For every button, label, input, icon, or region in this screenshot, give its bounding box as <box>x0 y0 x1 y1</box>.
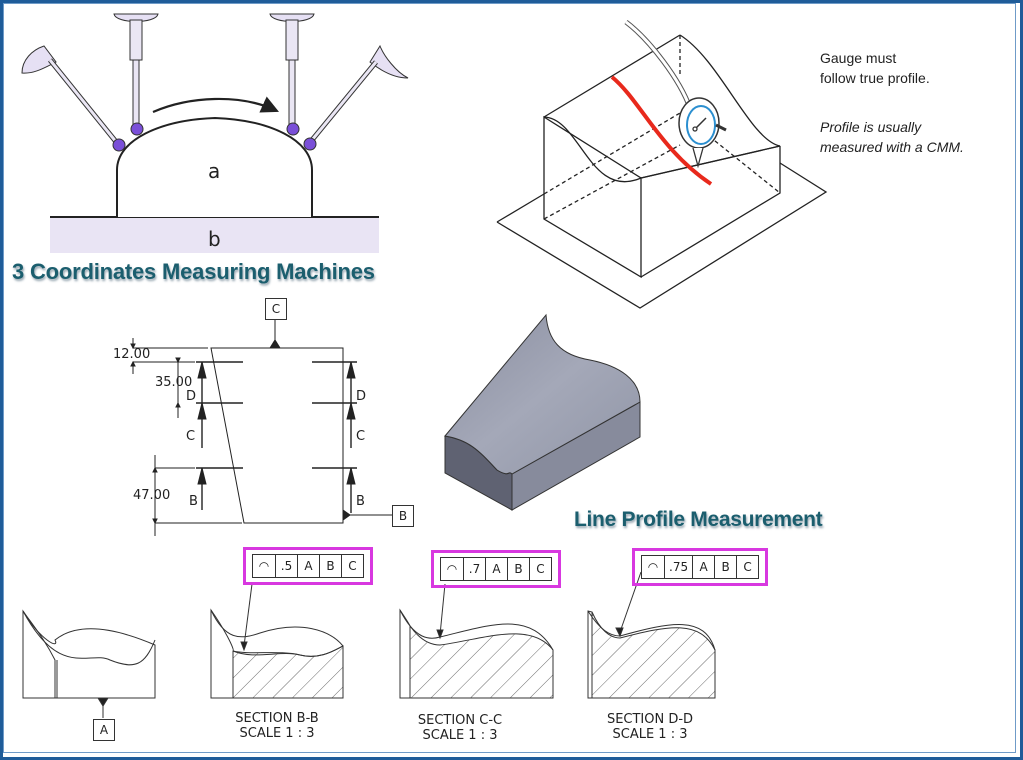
fcf-datum-2: B <box>319 555 341 577</box>
section-d-label: SECTION D-D SCALE 1 : 3 <box>575 712 725 742</box>
probe-4 <box>303 44 409 151</box>
dim-47: 47.00 <box>133 488 170 503</box>
datum-c-box: C <box>265 298 287 320</box>
probe-3 <box>269 13 315 136</box>
solid-model <box>444 313 641 511</box>
fcf-datum-3: C <box>529 558 551 580</box>
red-profile-line <box>610 75 713 186</box>
section-letter-left-d: D <box>186 389 196 404</box>
section-letter-left-c: C <box>186 429 195 444</box>
fcf-datum-2: B <box>714 556 736 578</box>
datum-a-box: A <box>93 719 115 741</box>
part-outline <box>116 116 313 217</box>
datum-b-box: B <box>392 505 414 527</box>
fcf-datum-3: C <box>736 556 758 578</box>
section-d-scale: SCALE 1 : 3 <box>612 727 688 742</box>
fcf-row: ◠ .75 A B C <box>641 555 760 579</box>
section-b-label: SECTION B-B SCALE 1 : 3 <box>202 711 352 741</box>
dim-12: 12.00 <box>113 347 150 362</box>
fcf-tolerance: .75 <box>664 556 692 578</box>
probe-1 <box>21 45 126 152</box>
fcf-datum-1: A <box>692 556 714 578</box>
profile-of-line-icon: ◠ <box>258 559 270 573</box>
solid-top-face <box>444 313 641 475</box>
section-d-name: SECTION D-D <box>606 712 694 727</box>
side-view <box>22 609 156 718</box>
fcf-datum-1: A <box>485 558 507 580</box>
section-b-scale: SCALE 1 : 3 <box>239 726 315 741</box>
section-letter-left-b: B <box>189 494 198 509</box>
base-label: b <box>208 227 221 251</box>
cmm-diagram: a b <box>21 13 409 253</box>
section-c-c <box>399 583 554 699</box>
base-plate <box>50 217 379 253</box>
part-outline-view <box>210 347 344 524</box>
fcf-section-d: ◠ .75 A B C <box>632 548 769 586</box>
gauge-note-2: Profile is usually measured with a CMM. <box>820 117 964 157</box>
section-b-b <box>210 583 344 699</box>
section-letter-right-c: C <box>356 429 365 444</box>
dial-face <box>686 105 716 145</box>
section-letter-right-b: B <box>356 494 365 509</box>
profile-of-line-icon: ◠ <box>647 560 659 574</box>
probe-2 <box>113 13 159 136</box>
cmm-title: 3 Coordinates Measuring Machines <box>12 259 375 284</box>
gauge-diagram <box>496 20 828 309</box>
motion-arrow <box>152 96 280 114</box>
section-c-name: SECTION C-C <box>417 713 503 728</box>
line-profile-title: Line Profile Measurement <box>574 508 823 531</box>
section-c-scale: SCALE 1 : 3 <box>422 728 498 743</box>
block-outline <box>543 115 642 279</box>
front-view-drawing <box>130 318 392 536</box>
section-b-name: SECTION B-B <box>235 711 319 726</box>
surface-plate <box>496 162 828 309</box>
fcf-tolerance: .7 <box>463 558 485 580</box>
fcf-row: ◠ .7 A B C <box>440 557 552 581</box>
section-d-d <box>587 571 716 699</box>
section-c-label: SECTION C-C SCALE 1 : 3 <box>385 713 535 743</box>
gauge-note-1: Gauge must follow true profile. <box>820 48 930 88</box>
fcf-row: ◠ .5 A B C <box>252 554 364 578</box>
fcf-datum-1: A <box>297 555 319 577</box>
fcf-datum-2: B <box>507 558 529 580</box>
dim-35: 35.00 <box>155 375 192 390</box>
section-letter-right-d: D <box>356 389 366 404</box>
gauge-note-2-line-2: measured with a CMM. <box>820 139 964 155</box>
gauge-note-2-line-1: Profile is usually <box>820 119 922 135</box>
part-label: a <box>208 159 220 183</box>
fcf-tolerance: .5 <box>275 555 297 577</box>
gauge-note-1-line-2: follow true profile. <box>820 70 930 86</box>
fcf-datum-3: C <box>341 555 363 577</box>
gauge-note-1-line-1: Gauge must <box>820 50 897 66</box>
profile-of-line-icon: ◠ <box>446 562 458 576</box>
fcf-section-b: ◠ .5 A B C <box>243 547 373 585</box>
fcf-section-c: ◠ .7 A B C <box>431 550 561 588</box>
